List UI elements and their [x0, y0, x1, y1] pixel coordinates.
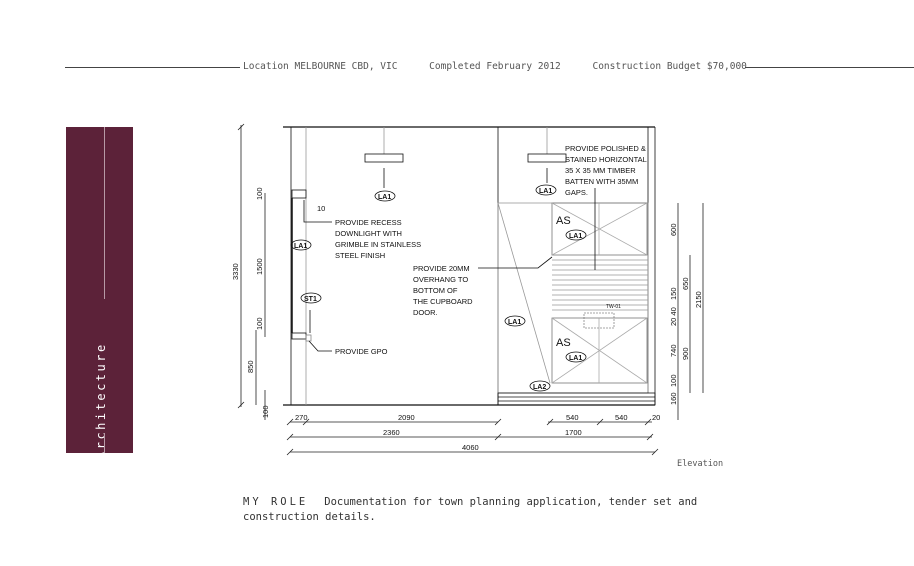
note-recess-3: GRIMBLE IN STAINLESS	[335, 240, 421, 249]
dim-600: 600	[669, 223, 678, 236]
material-tags: LA1 LA1 ST1 LA1 LA1 LA1 LA1 LA2	[290, 184, 587, 392]
dim-2150: 2150	[694, 291, 703, 308]
dim-20-40: 20 40	[669, 307, 678, 326]
note-overhang-1: PROVIDE 20MM	[413, 264, 470, 273]
tag-la1: LA1	[569, 233, 582, 240]
dim-150: 150	[669, 287, 678, 300]
note-gpo: PROVIDE GPO	[335, 347, 388, 356]
role-key: MY ROLE	[243, 496, 309, 508]
dim-100-top: 100	[255, 187, 264, 200]
dim-2360: 2360	[383, 428, 400, 437]
header-rule-left	[65, 67, 240, 68]
dim-4060: 4060	[462, 443, 479, 452]
joinery	[497, 202, 656, 406]
dim-1500: 1500	[255, 258, 264, 275]
dim-740: 740	[669, 344, 678, 357]
dim-10: 10	[317, 204, 325, 213]
dim-100-mid: 100	[255, 317, 264, 330]
note-batten-4: BATTEN WITH 35MM	[565, 177, 638, 186]
dim-100-right: 100	[669, 374, 678, 387]
note-batten-1: PROVIDE POLISHED &	[565, 144, 646, 153]
category-sidebar: Architecture	[66, 127, 133, 459]
note-overhang-2: OVERHANG TO	[413, 275, 468, 284]
tag-la1: LA1	[508, 319, 521, 326]
drawing-caption: Elevation	[677, 459, 724, 469]
note-recess-1: PROVIDE RECESS	[335, 218, 402, 227]
budget: Construction Budget $70,000	[592, 61, 747, 72]
dim-850: 850	[246, 360, 255, 373]
tag-st1: ST1	[304, 296, 317, 303]
note-overhang-3: BOTTOM OF	[413, 286, 458, 295]
tag-as-lower: AS	[556, 337, 571, 349]
dim-650: 650	[681, 277, 690, 290]
tag-la1: LA1	[539, 188, 552, 195]
annotation-notes: PROVIDE RECESS DOWNLIGHT WITH GRIMBLE IN…	[335, 144, 647, 356]
tag-la1: LA1	[378, 194, 391, 201]
role-text: Documentation for town planning applicat…	[243, 496, 698, 523]
dim-540-left: 540	[566, 413, 579, 422]
tag-la2: LA2	[533, 384, 546, 391]
leader-lines	[303, 188, 596, 352]
note-overhang-4: THE CUPBOARD	[413, 297, 473, 306]
tag-la1: LA1	[294, 243, 307, 250]
note-batten-3: 35 X 35 MM TIMBER	[565, 166, 636, 175]
dim-100-bottom: 100	[261, 405, 270, 418]
sidebar-rule-top	[104, 127, 105, 299]
dim-540-right: 540	[615, 413, 628, 422]
dim-2090: 2090	[398, 413, 415, 422]
dim-270: 270	[295, 413, 308, 422]
note-recess-4: STEEL FINISH	[335, 251, 385, 260]
dim-1700: 1700	[565, 428, 582, 437]
header-rule-right	[745, 67, 914, 68]
pendant-lights	[364, 127, 567, 188]
note-batten-5: GAPS.	[565, 188, 588, 197]
tag-tw01: TW-01	[606, 304, 621, 310]
sidebar-rule-bottom	[104, 433, 105, 453]
note-overhang-5: DOOR.	[413, 308, 438, 317]
project-meta: Location MELBOURNE CBD, VIC Completed Fe…	[243, 61, 773, 72]
location: Location MELBOURNE CBD, VIC	[243, 61, 398, 72]
dim-900: 900	[681, 347, 690, 360]
tag-la1: LA1	[569, 355, 582, 362]
dim-3330: 3330	[231, 263, 240, 280]
dimension-labels: 3330 100 1500 100 850 100 10 270 2090 54…	[231, 187, 703, 452]
note-recess-2: DOWNLIGHT WITH	[335, 229, 402, 238]
dim-160: 160	[669, 392, 678, 405]
completed-date: Completed February 2012	[429, 61, 561, 72]
tag-as-upper: AS	[556, 215, 571, 227]
note-batten-2: STAINED HORIZONTAL	[565, 155, 647, 164]
dimension-lines	[237, 123, 704, 456]
dim-20: 20	[652, 413, 660, 422]
